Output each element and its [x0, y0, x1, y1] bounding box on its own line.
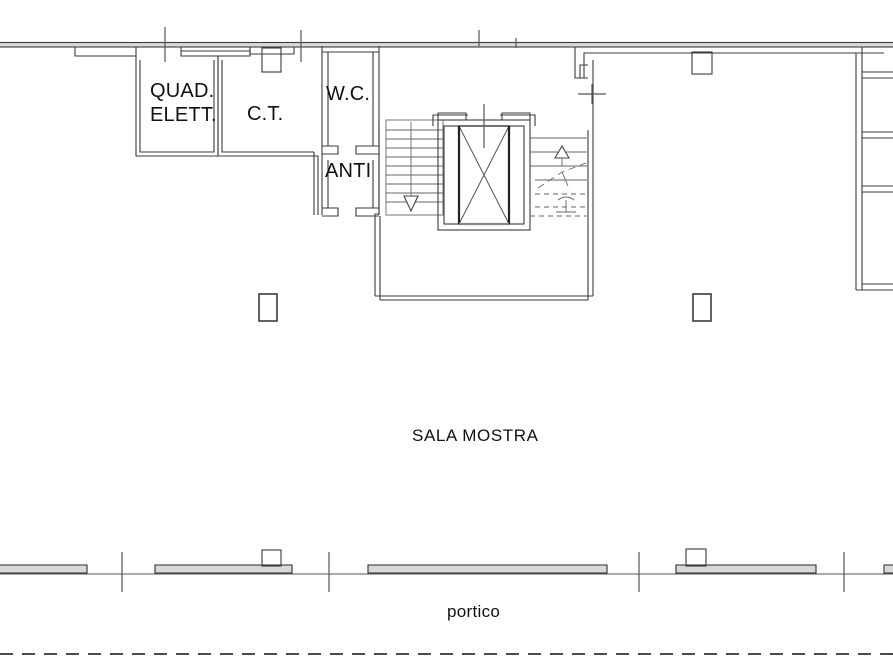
- column-portico-left: [261, 549, 282, 567]
- column-sala-left: [258, 293, 278, 322]
- column-sala-right: [692, 293, 712, 322]
- top-wall-openings-right: [574, 47, 884, 79]
- room-label-anti: ANTI: [325, 160, 372, 182]
- stair-run-left: [385, 119, 444, 216]
- portico-grid-ticks: [121, 552, 845, 592]
- room-wc-anti-walls: [321, 46, 380, 217]
- room-label-portico: portico: [447, 602, 501, 621]
- top-wall-grid-ticks: [164, 27, 517, 62]
- room-label-quad-line1: QUAD.: [150, 80, 215, 102]
- top-wall-openings-left: [74, 47, 251, 57]
- room-ct-walls: [217, 56, 319, 215]
- room-label-wc: W.C.: [326, 83, 371, 105]
- right-exterior-wall: [855, 47, 893, 291]
- room-label-quad-line2: ELETT.: [150, 103, 217, 126]
- elevator-shaft: [432, 104, 536, 231]
- column-portico-right: [685, 548, 707, 567]
- column-top-ct: [249, 47, 295, 73]
- room-label-sala-mostra: SALA MOSTRA: [412, 426, 539, 445]
- stair-run-right: [530, 137, 587, 217]
- top-exterior-wall: [0, 41, 893, 48]
- portico-beams: [0, 564, 893, 574]
- room-label-quadro-elettrico: QUAD. ELETT.: [150, 80, 217, 127]
- stair-elevator-core: [374, 60, 606, 301]
- room-label-ct: C.T.: [247, 103, 284, 125]
